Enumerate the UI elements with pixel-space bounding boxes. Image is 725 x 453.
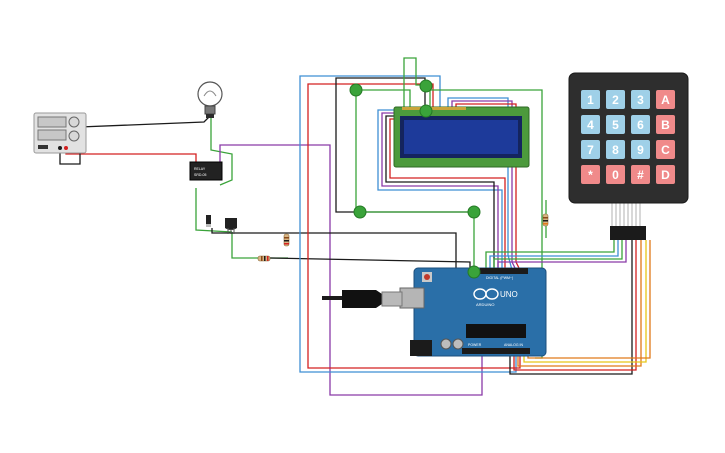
keypad-key-6[interactable] (631, 115, 650, 134)
svg-text:SRD-05: SRD-05 (194, 173, 207, 177)
junction-node[interactable] (349, 83, 363, 97)
keypad-key-label: # (637, 168, 644, 182)
resistor-2[interactable] (283, 233, 290, 247)
keypad-key-1[interactable] (581, 90, 600, 109)
keypad-key-label: C (661, 143, 670, 157)
digital-header (480, 268, 528, 274)
wires (59, 57, 651, 396)
keypad[interactable]: 1 2 3 A 4 5 6 B 7 8 9 C * 0 # D (568, 72, 689, 240)
light-bulb[interactable] (197, 81, 223, 118)
svg-text:RELAY: RELAY (194, 167, 206, 171)
keypad-key-C[interactable] (656, 140, 675, 159)
keypad-key-A[interactable] (656, 90, 675, 109)
keypad-key-label: A (661, 93, 670, 107)
keypad-key-D[interactable] (656, 165, 675, 184)
wire-green-loop[interactable] (403, 57, 426, 107)
keypad-key-label: B (661, 118, 670, 132)
keypad-key-0[interactable] (606, 165, 625, 184)
junction-node[interactable] (467, 205, 481, 219)
transistor[interactable] (225, 218, 237, 234)
wire-red-left[interactable] (307, 83, 521, 369)
wire-lcd-left3[interactable] (385, 115, 495, 270)
keypad-key-label: 6 (637, 118, 644, 132)
digital-label: DIGITAL (PWM~) (486, 276, 513, 280)
arduino-uno[interactable]: ARDUINO UNO DIGITAL (PWM~) POWER ANALOG … (399, 267, 547, 357)
wire-kp-ribbon (611, 200, 641, 226)
keypad-key-7[interactable] (581, 140, 600, 159)
keypad-key-B[interactable] (656, 115, 675, 134)
power-jack[interactable] (410, 340, 432, 356)
wire-bulb-relay[interactable] (210, 118, 233, 186)
power-label: POWER (468, 343, 482, 347)
junction-nodes (349, 79, 481, 279)
keypad-key-label: 3 (637, 93, 644, 107)
keypad-key-label: 5 (612, 118, 619, 132)
wire-kp-7[interactable] (517, 240, 642, 367)
junction-node[interactable] (419, 79, 433, 93)
power-supply[interactable] (33, 112, 87, 154)
relay[interactable]: RELAY SRD-05 (189, 161, 223, 181)
wire-lcd-d3[interactable] (455, 103, 521, 271)
keypad-key-label: 8 (612, 143, 619, 157)
usb-port[interactable] (399, 287, 425, 309)
wire-kp-4[interactable] (497, 240, 627, 270)
diode[interactable] (206, 215, 211, 227)
wire-black-resistor[interactable] (211, 228, 457, 282)
keypad-key-8[interactable] (606, 140, 625, 159)
resistor-1[interactable] (257, 255, 271, 262)
wire-kp-8[interactable] (523, 240, 647, 363)
wire-lcd-left4[interactable] (389, 118, 506, 270)
keypad-keys: 1 2 3 A 4 5 6 B 7 8 9 C * 0 # D (581, 90, 675, 184)
arduino-brand-label: ARDUINO (476, 302, 494, 307)
wire-lcd-left2[interactable] (381, 112, 499, 270)
lcd-display[interactable] (393, 106, 530, 168)
keypad-key-*[interactable] (581, 165, 600, 184)
keypad-key-label: 0 (612, 168, 619, 182)
resistor-3[interactable] (542, 213, 549, 227)
analog-label: ANALOG IN (504, 343, 524, 347)
power-header (462, 348, 530, 354)
keypad-connector (610, 226, 646, 240)
wire-lcd-d2[interactable] (451, 100, 517, 271)
wire-green-mid[interactable] (360, 211, 475, 272)
wire-lcd-d1[interactable] (447, 97, 513, 271)
wire-green-lcd-top[interactable] (356, 89, 411, 107)
wire-kp-1[interactable] (485, 240, 615, 270)
keypad-key-4[interactable] (581, 115, 600, 134)
arduino-logo: ARDUINO UNO (473, 288, 518, 307)
keypad-key-2[interactable] (606, 90, 625, 109)
keypad-key-label: 9 (637, 143, 644, 157)
supply-terminal-pos[interactable] (64, 146, 68, 150)
keypad-key-label: D (661, 168, 670, 182)
junction-node[interactable] (419, 104, 433, 118)
atmega-chip (466, 324, 526, 338)
wire-blue-left[interactable] (299, 75, 517, 373)
keypad-key-label: 4 (587, 118, 594, 132)
keypad-key-#[interactable] (631, 165, 650, 184)
keypad-key-label: * (588, 168, 593, 182)
lcd-pins (402, 107, 466, 110)
keypad-key-label: 2 (612, 93, 619, 107)
keypad-key-9[interactable] (631, 140, 650, 159)
keypad-key-label: 7 (587, 143, 594, 157)
supply-terminal-neg[interactable] (58, 146, 62, 150)
wire-lcd-left1[interactable] (377, 109, 503, 270)
wire-kp-5[interactable] (509, 240, 633, 375)
wire-transistor-resistor[interactable] (231, 232, 288, 259)
junction-node[interactable] (467, 265, 481, 279)
wire-kp-3[interactable] (493, 240, 623, 270)
arduino-model-label: UNO (500, 290, 518, 299)
usb-cable[interactable] (322, 290, 403, 308)
wire-kp-2[interactable] (489, 240, 619, 270)
keypad-key-3[interactable] (631, 90, 650, 109)
wire-relay-transistor[interactable] (195, 188, 233, 233)
wire-kp-6[interactable] (513, 240, 637, 371)
junction-node[interactable] (353, 205, 367, 219)
keypad-key-5[interactable] (606, 115, 625, 134)
wire-purple-relay[interactable] (219, 144, 483, 396)
keypad-key-label: 1 (587, 93, 594, 107)
